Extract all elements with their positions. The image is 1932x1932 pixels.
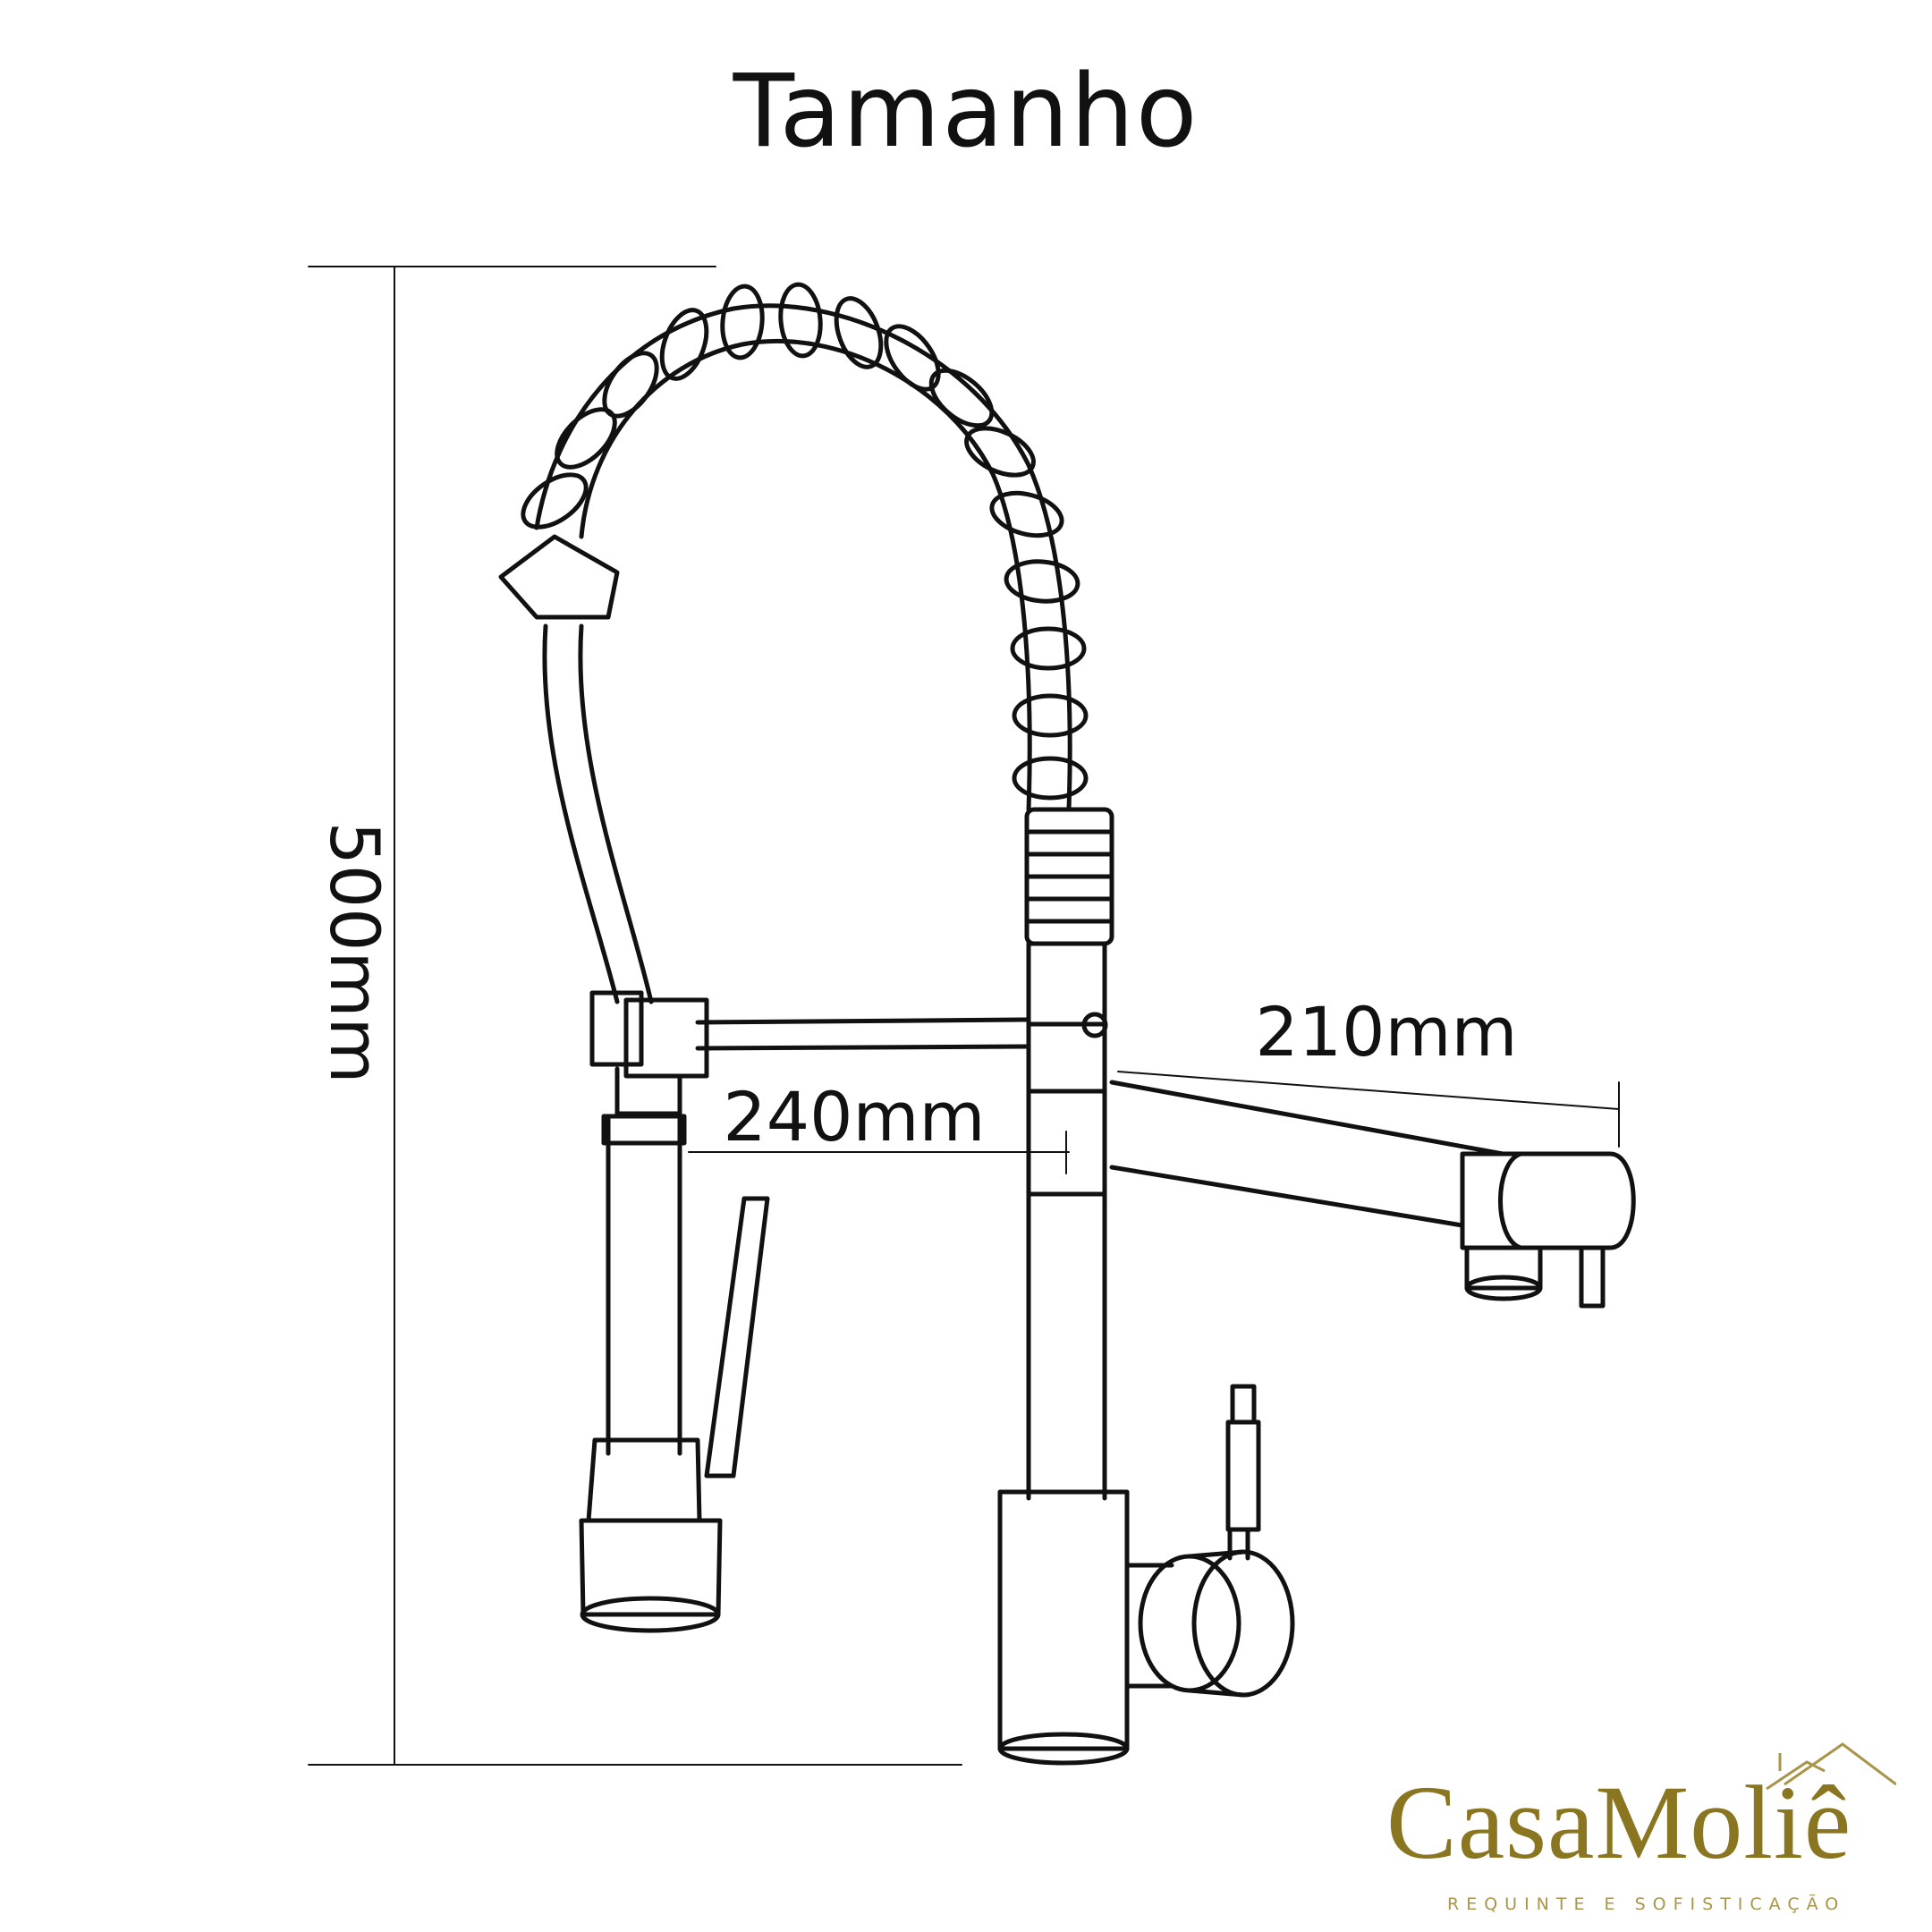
page-title: Tamanho: [733, 54, 1199, 170]
spout-dimension-line: [1117, 1071, 1620, 1110]
spout-label: 210mm: [1255, 992, 1517, 1072]
holder-arm: [579, 990, 1031, 1633]
house-roof-icon: [1766, 1742, 1896, 1791]
faucet-body: [997, 807, 1130, 1766]
brand-tagline: REQUINTE E SOFISTICAÇÃO: [1447, 1894, 1846, 1914]
mixer-handle: [1124, 1384, 1295, 1698]
brand-logo: CasaMoliê REQUINTE E SOFISTICAÇÃO: [1360, 1735, 1896, 1914]
spring-coil: [521, 282, 1089, 812]
swivel-spout: [1109, 1080, 1636, 1309]
reach-label: 240mm: [723, 1077, 985, 1157]
height-label: 500mm: [315, 821, 394, 1083]
spray-hose: [498, 534, 654, 1004]
brand-name: CasaMoliê: [1386, 1764, 1852, 1881]
